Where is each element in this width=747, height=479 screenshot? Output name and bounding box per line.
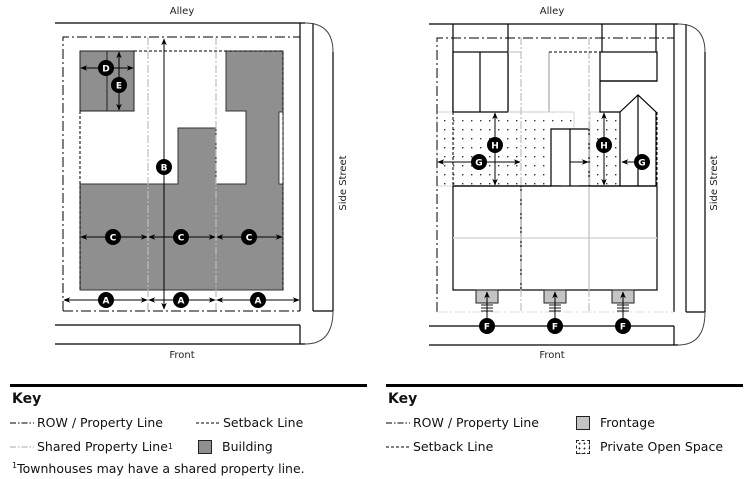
key-title: Key <box>12 391 42 407</box>
badge-f: F <box>547 318 563 334</box>
key-left: Key ROW / Property Line Setback Line Sha… <box>10 384 367 479</box>
badge-h: H <box>487 137 503 153</box>
row-property-line <box>62 36 300 311</box>
key-item-row-property-line: ROW / Property Line <box>386 415 539 430</box>
svg-text:C: C <box>178 234 185 244</box>
front-label: Front <box>169 350 194 361</box>
side-street <box>299 22 334 345</box>
key-right: Key ROW / Property Line Frontage Setback… <box>386 384 743 479</box>
alley-label: Alley <box>170 6 195 17</box>
svg-text:H: H <box>600 142 608 152</box>
svg-text:H: H <box>491 142 499 152</box>
dashed-line-icon <box>386 446 410 447</box>
key-item-setback-line: Setback Line <box>196 415 303 430</box>
badge-g: G <box>634 154 650 170</box>
svg-text:A: A <box>255 297 262 307</box>
svg-text:F: F <box>484 323 490 333</box>
svg-text:B: B <box>161 164 168 174</box>
key-item-frontage: Frontage <box>576 415 655 430</box>
side-street <box>673 23 706 346</box>
badge-g: G <box>471 154 487 170</box>
dotted-swatch-icon <box>576 439 590 454</box>
main-buildings <box>79 50 284 291</box>
badge-d: D <box>98 60 114 76</box>
badge-c: C <box>105 229 121 245</box>
lot-diagram-building-placement: Alley Front Side Street <box>55 6 349 361</box>
key-item-building: Building <box>198 439 273 454</box>
side-street-label: Side Street <box>709 155 720 210</box>
badge-a: A <box>250 292 266 308</box>
badge-a: A <box>98 292 114 308</box>
svg-text:C: C <box>246 234 253 244</box>
lot-diagram-frontage-open-space: Alley Front Side Street <box>429 6 720 361</box>
svg-text:C: C <box>110 234 117 244</box>
svg-text:E: E <box>116 82 122 92</box>
svg-text:F: F <box>552 323 558 333</box>
svg-text:A: A <box>178 297 185 307</box>
private-open-space <box>436 111 621 187</box>
svg-text:A: A <box>103 297 110 307</box>
front-road <box>55 324 305 345</box>
side-street-label: Side Street <box>338 155 349 210</box>
badge-h: H <box>596 137 612 153</box>
badge-c: C <box>173 229 189 245</box>
building-outlines <box>452 24 658 291</box>
alley-label: Alley <box>540 6 565 17</box>
badge-e: E <box>111 77 127 93</box>
svg-text:G: G <box>638 159 645 169</box>
badge-f: F <box>615 318 631 334</box>
key-item-row-property-line: ROW / Property Line <box>10 415 163 430</box>
badge-c: C <box>241 229 257 245</box>
badge-b: B <box>156 159 172 175</box>
key-item-private-open-space: Private Open Space <box>576 439 723 454</box>
key-item-setback-line: Setback Line <box>386 439 493 454</box>
badge-f: F <box>479 318 495 334</box>
frontage-swatch-icon <box>576 415 590 430</box>
svg-text:G: G <box>475 159 482 169</box>
key-footnote: 1Townhouses may have a shared property l… <box>12 461 305 477</box>
light-dash-dot-line-icon <box>10 446 34 447</box>
key-title: Key <box>388 391 418 407</box>
row-property-line <box>436 37 674 312</box>
svg-text:F: F <box>620 323 626 333</box>
building-swatch-icon <box>198 439 212 454</box>
badge-a: A <box>173 292 189 308</box>
buildings <box>79 50 284 291</box>
setback-line <box>452 51 658 186</box>
dashed-line-icon <box>196 422 220 423</box>
dash-dot-line-icon <box>386 422 410 423</box>
front-label: Front <box>539 350 564 361</box>
svg-text:D: D <box>102 65 109 75</box>
dash-dot-line-icon <box>10 422 34 423</box>
site-diagrams: Alley Front Side Street <box>55 6 720 361</box>
